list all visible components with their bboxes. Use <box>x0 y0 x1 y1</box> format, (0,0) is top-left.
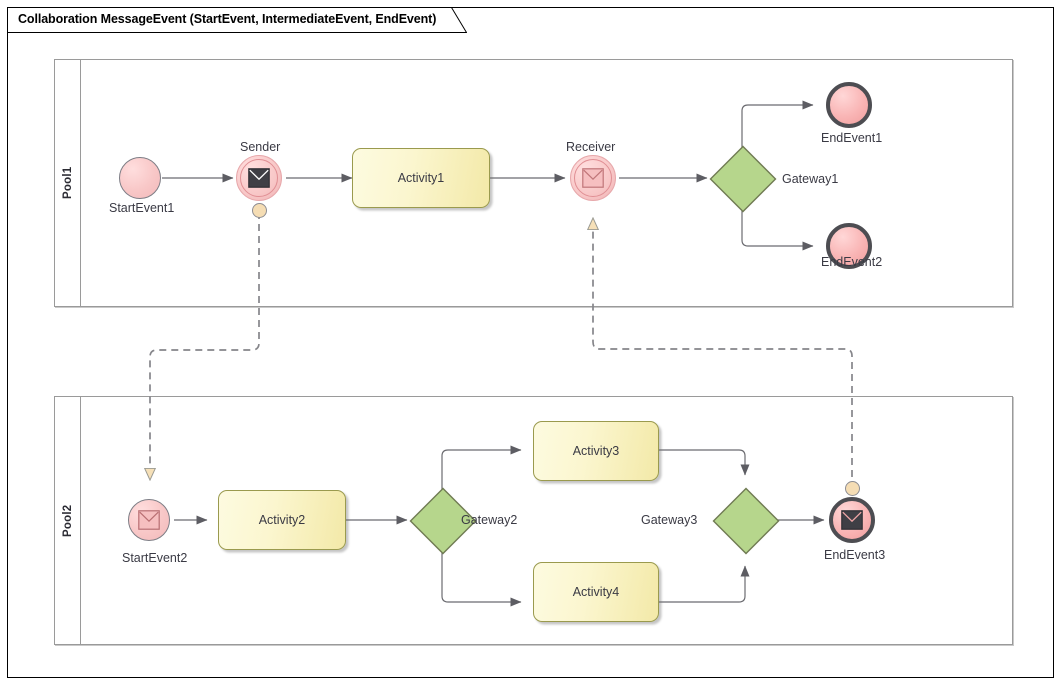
label-activity-3: Activity3 <box>572 444 620 458</box>
diagram-frame <box>7 7 1054 678</box>
title-tab-shape <box>7 7 467 33</box>
node-end-event-2[interactable] <box>826 223 872 269</box>
receiver-inner-ring <box>574 159 612 197</box>
label-gateway-3: Gateway3 <box>641 513 698 527</box>
node-activity-2[interactable]: Activity2 <box>218 490 346 550</box>
envelope-filled-icon <box>841 510 863 530</box>
pool1-label: Pool1 <box>62 166 74 200</box>
envelope-outline-icon <box>582 168 604 188</box>
label-activity-2: Activity2 <box>258 513 306 527</box>
label-start-event-2: StartEvent2 <box>122 551 188 565</box>
node-end-event-1[interactable] <box>826 82 872 128</box>
pool2-label: Pool2 <box>62 504 74 537</box>
node-gateway-2[interactable] <box>407 485 479 557</box>
node-receiver[interactable] <box>570 155 616 201</box>
label-activity-4: Activity4 <box>572 585 620 599</box>
label-activity-1: Activity1 <box>397 171 445 185</box>
label-end-event-1: EndEvent1 <box>821 131 883 145</box>
node-gateway-1[interactable] <box>707 143 779 215</box>
page-title: Collaboration MessageEvent (StartEvent, … <box>18 12 437 26</box>
node-activity-3[interactable]: Activity3 <box>533 421 659 481</box>
pool1-header-band <box>55 60 81 306</box>
node-start-event-2[interactable] <box>128 499 170 541</box>
node-activity-1[interactable]: Activity1 <box>352 148 490 208</box>
label-sender: Sender <box>240 140 281 154</box>
label-receiver: Receiver <box>566 140 616 154</box>
label-start-event-1: StartEvent1 <box>109 201 175 215</box>
label-end-event-2: EndEvent2 <box>821 255 883 269</box>
frame-title-tab: Collaboration MessageEvent (StartEvent, … <box>7 7 467 33</box>
sender-message-flow-origin <box>252 203 267 218</box>
label-gateway-1: Gateway1 <box>782 172 839 186</box>
node-activity-4[interactable]: Activity4 <box>533 562 659 622</box>
node-end-event-3[interactable] <box>829 497 875 543</box>
pool2-header-band <box>55 397 81 644</box>
node-gateway-3[interactable] <box>710 485 782 557</box>
sender-inner-ring <box>240 159 278 197</box>
node-sender[interactable] <box>236 155 282 201</box>
envelope-filled-icon <box>248 168 270 188</box>
label-end-event-3: EndEvent3 <box>824 548 886 562</box>
envelope-outline-icon <box>138 510 160 530</box>
label-gateway-2: Gateway2 <box>461 513 518 527</box>
node-start-event-1[interactable] <box>119 157 161 199</box>
end-event-3-message-flow-origin <box>845 481 860 496</box>
